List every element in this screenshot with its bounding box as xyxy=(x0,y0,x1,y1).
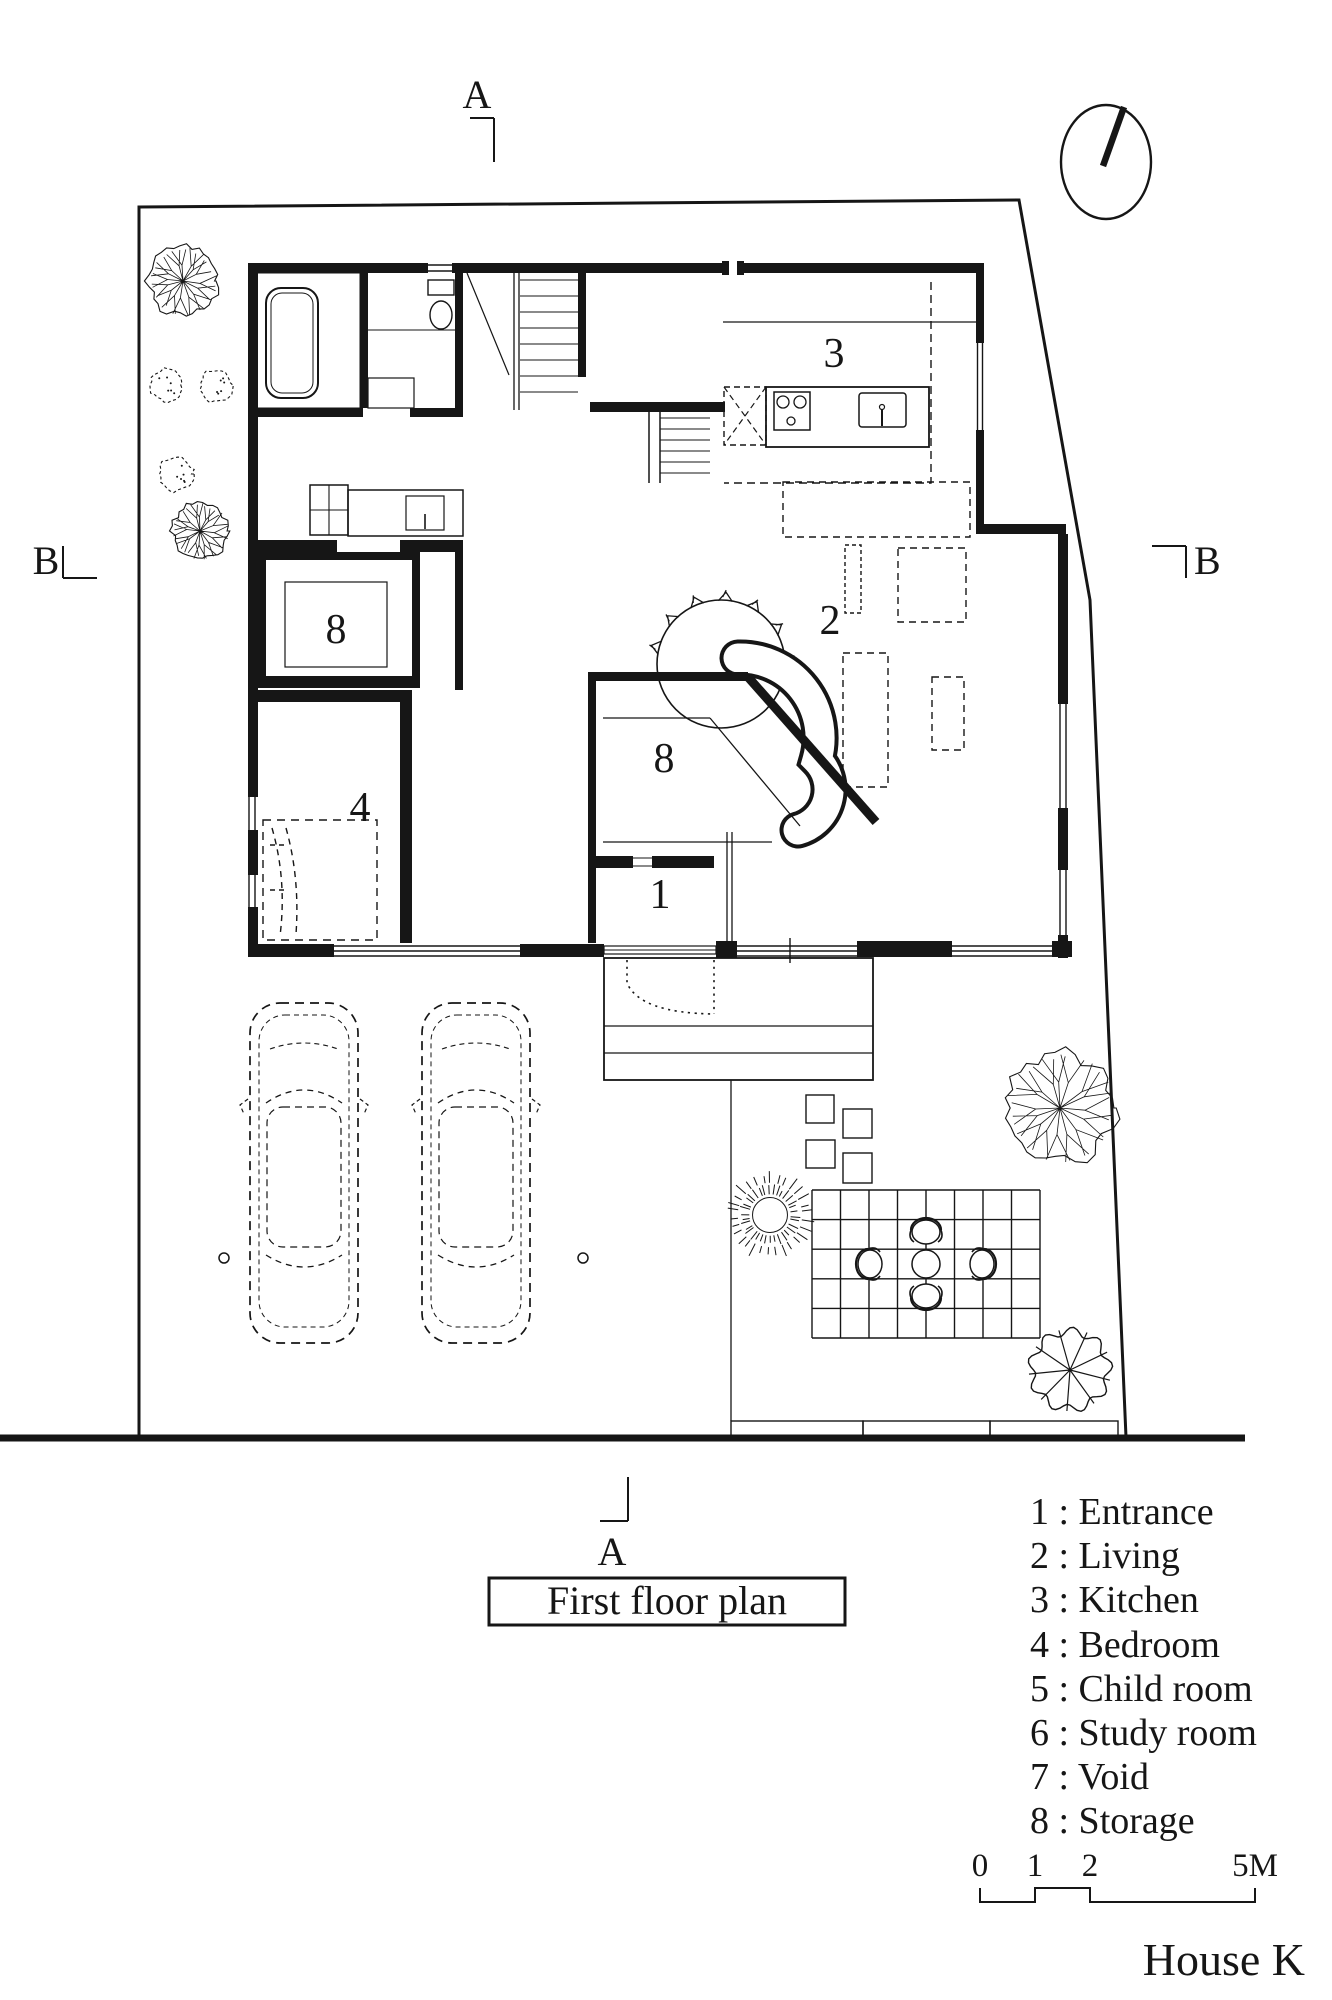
car-icon xyxy=(239,1002,369,1344)
dining-chair xyxy=(897,547,967,623)
svg-text:5M: 5M xyxy=(1232,1848,1278,1884)
room-label-storage2: 8 xyxy=(654,736,675,782)
kitchen xyxy=(723,282,976,484)
sunburst-shrub-icon xyxy=(727,1171,815,1257)
room-label-kitchen: 3 xyxy=(824,331,845,377)
shrub-icon xyxy=(199,370,236,404)
section-marker-b-right: B xyxy=(1152,538,1221,583)
svg-text:2 : Living: 2 : Living xyxy=(1030,1535,1180,1577)
stair-upper xyxy=(466,267,578,410)
project-title: House K xyxy=(1143,1934,1305,1985)
shrub-icon xyxy=(149,367,183,404)
door-swing xyxy=(626,960,715,1015)
north-arrow-icon xyxy=(1059,103,1153,221)
legend: 1 : Entrance 2 : Living 3 : Kitchen 4 : … xyxy=(1030,1491,1257,1842)
closet xyxy=(284,581,388,668)
scale-bar: 0 1 2 5M xyxy=(972,1848,1278,1903)
window-lines xyxy=(248,264,1067,963)
tree-icon xyxy=(1004,1046,1121,1164)
side-table xyxy=(931,676,965,751)
svg-text:5 : Child room: 5 : Child room xyxy=(1030,1668,1253,1710)
room-number-labels: 3 2 8 8 4 1 xyxy=(326,331,845,918)
bathtub-icon xyxy=(265,287,319,399)
utility-counter xyxy=(347,489,464,537)
svg-text:7 : Void: 7 : Void xyxy=(1030,1756,1149,1798)
room-label-living: 2 xyxy=(820,598,841,644)
svg-text:A: A xyxy=(463,72,492,117)
wheel-stop-icon xyxy=(577,1252,589,1264)
svg-text:B: B xyxy=(1194,538,1221,583)
svg-text:A: A xyxy=(598,1529,627,1574)
toilet-icon xyxy=(368,279,455,331)
living-furniture xyxy=(782,481,971,788)
washer-icon xyxy=(309,484,349,536)
room-label-entrance: 1 xyxy=(650,872,671,918)
section-marker-a-top: A xyxy=(463,72,495,162)
drawing-title: First floor plan xyxy=(547,1578,787,1623)
car-icon xyxy=(411,1002,541,1344)
svg-text:3 : Kitchen: 3 : Kitchen xyxy=(1030,1579,1199,1621)
garden-table-set xyxy=(854,1216,998,1312)
svg-text:4 : Bedroom: 4 : Bedroom xyxy=(1030,1624,1220,1666)
site-boundary xyxy=(137,198,1128,1439)
svg-text:B: B xyxy=(33,538,60,583)
vanity-counter xyxy=(367,377,415,409)
storage-diagonal-wall xyxy=(603,674,880,867)
stepping-stones xyxy=(805,1094,873,1184)
room-label-storage1: 8 xyxy=(326,607,347,653)
svg-text:0: 0 xyxy=(972,1848,989,1884)
stove-icon xyxy=(773,391,811,431)
appliance-dashed xyxy=(723,386,767,446)
kitchen-floor-dashed xyxy=(724,282,932,484)
sofa xyxy=(842,652,889,788)
tree-icon xyxy=(143,243,220,317)
title-box: First floor plan xyxy=(487,1576,847,1627)
house-walls xyxy=(248,261,1072,958)
svg-text:8 : Storage: 8 : Storage xyxy=(1030,1800,1195,1842)
svg-text:1 : Entrance: 1 : Entrance xyxy=(1030,1491,1214,1533)
dining-table xyxy=(782,481,971,538)
porch-steps xyxy=(603,957,874,1081)
wheel-stop-icon xyxy=(218,1252,230,1264)
stair-lower xyxy=(648,402,710,483)
section-marker-a-bottom: A xyxy=(598,1477,629,1574)
dining-chair xyxy=(844,544,862,614)
room-label-bedroom: 4 xyxy=(350,785,371,831)
section-marker-b-left: B xyxy=(33,538,97,583)
sink-icon xyxy=(858,392,907,428)
futon-dashed xyxy=(262,819,378,941)
svg-text:2: 2 xyxy=(1082,1848,1099,1884)
sidewalk-strip xyxy=(730,1420,1119,1437)
bathroom xyxy=(255,272,361,409)
entry-screen xyxy=(726,832,733,941)
svg-text:6 : Study room: 6 : Study room xyxy=(1030,1712,1257,1754)
tree-icon xyxy=(168,501,231,560)
shrub-icon xyxy=(159,456,195,494)
svg-text:1: 1 xyxy=(1027,1848,1044,1884)
pinwheel-tree-icon xyxy=(1027,1326,1114,1413)
